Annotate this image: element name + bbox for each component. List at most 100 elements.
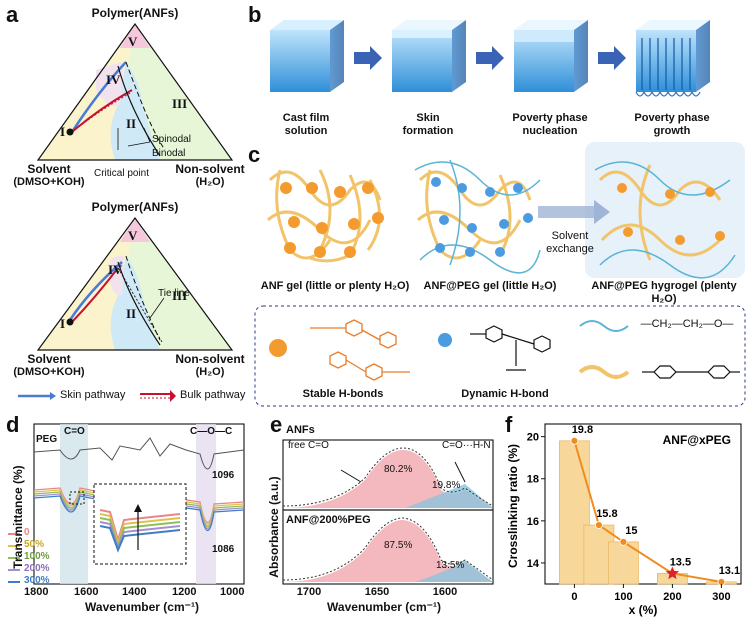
e-ylabel: Absorbance (a.u.) xyxy=(267,476,281,578)
step-4-line2: growth xyxy=(653,125,691,137)
d-legend-swatches xyxy=(8,533,20,583)
e-xtick-1650: 1650 xyxy=(364,586,390,598)
nonsolvent-sub-bottom: (H₂O) xyxy=(195,366,225,378)
nonsolvent-sub-top: (H₂O) xyxy=(195,176,225,188)
d-legend-50: 50% xyxy=(24,539,45,550)
f-xtick-100: 100 xyxy=(614,591,632,603)
apex-label-bottom: Polymer(ANFs) xyxy=(91,200,179,214)
f-chart-title: ANF@xPEG xyxy=(663,433,731,447)
region-II-top: II xyxy=(126,116,137,131)
f-xlabel: x (%) xyxy=(629,603,658,617)
d-peak-1096: 1096 xyxy=(212,470,235,481)
step-4-line1: Poverty phase xyxy=(634,112,710,124)
binodal-label: Binodal xyxy=(152,148,186,159)
f-value-label-100: 15 xyxy=(625,525,637,537)
f-ytick-20: 20 xyxy=(527,432,539,444)
region-V-bottom: V xyxy=(128,228,138,243)
nonsolvent-label-top: Non-solvent xyxy=(175,162,245,176)
e-top-pct1: 80.2% xyxy=(384,464,413,475)
region-III-bottom: III xyxy=(172,288,188,303)
f-value-label-50: 15.8 xyxy=(596,508,617,520)
e-xtick-1700: 1700 xyxy=(296,586,322,598)
solvent-label-bottom: Solvent xyxy=(27,352,71,366)
step-2-line1: Skin xyxy=(416,112,440,124)
region-IV-top: IV xyxy=(106,72,121,87)
panel-label-e: e xyxy=(270,412,283,437)
e-bottom-pct1: 87.5% xyxy=(384,540,413,551)
process-cubes xyxy=(270,20,710,97)
spinodal-label: Spinodal xyxy=(152,134,191,145)
hydrogel-network xyxy=(598,164,722,261)
caption-anfpeg-gel: ANF@PEG gel (little H₂O) xyxy=(423,280,557,292)
ftir-chart xyxy=(8,423,245,585)
ternary-bottom xyxy=(36,216,234,351)
f-ytick-16: 16 xyxy=(527,516,539,528)
legend-bulk-pathway: Bulk pathway xyxy=(180,389,246,401)
f-ytick-18: 18 xyxy=(527,474,539,486)
f-point-50 xyxy=(595,521,603,529)
cube-skin-formation xyxy=(392,20,466,92)
tie-line-label: Tie line xyxy=(158,288,190,299)
cube-growth xyxy=(635,20,710,97)
step-2-line2: formation xyxy=(402,125,454,137)
f-xtick-300: 300 xyxy=(712,591,730,603)
caption-anfpeg-hydrogel: ANF@PEG hygrogel (plenty H₂O) xyxy=(591,280,737,305)
d-xtick-1600: 1600 xyxy=(74,586,99,598)
anf-gel-nodes xyxy=(280,182,384,258)
f-ytick-14: 14 xyxy=(527,558,540,570)
legend-skin-pathway: Skin pathway xyxy=(60,389,126,401)
ternary-top xyxy=(36,22,234,161)
step-1-line2: solution xyxy=(284,125,328,137)
stable-hbond-icon xyxy=(269,339,287,357)
nonsolvent-label-bottom: Non-solvent xyxy=(175,352,245,366)
panel-label-d: d xyxy=(6,412,20,437)
d-peak-1086: 1086 xyxy=(212,544,235,555)
region-V-top: V xyxy=(128,34,138,49)
e-top-bound: C=O···H-N xyxy=(442,440,491,451)
panel-label-b: b xyxy=(248,2,262,27)
e-top-free: free C=O xyxy=(288,440,329,451)
d-legend-100: 100% xyxy=(24,551,50,562)
peg-spectrum xyxy=(33,437,245,470)
d-band-coc: C—O—C xyxy=(190,426,233,437)
anfpeg-gel-nodes xyxy=(431,177,533,257)
caption-anf-gel: ANF gel (little or plenty H₂O) xyxy=(260,280,410,292)
d-xtick-1000: 1000 xyxy=(220,586,245,598)
critical-point-label: Critical point xyxy=(94,168,150,179)
network-illustrations xyxy=(254,142,746,407)
e-top-pct2: 19.8% xyxy=(432,480,461,491)
anf-chain-icon xyxy=(578,365,630,379)
panel-label-f: f xyxy=(505,412,513,437)
step-3-line2: nucleation xyxy=(522,125,578,137)
d-band-co: C=O xyxy=(64,426,85,437)
f-value-label-200: 13.5 xyxy=(670,556,691,568)
panel-label-c: c xyxy=(248,142,261,167)
label-stable-hbonds: Stable H-bonds xyxy=(302,388,384,400)
d-legend-0: 0 xyxy=(24,527,30,538)
e-bottom-title: ANF@200%PEG xyxy=(286,514,371,526)
cube-cast-film xyxy=(270,20,344,92)
stable-hbond-structure xyxy=(310,319,410,381)
step-1-line1: Cast film xyxy=(282,112,330,124)
d-peg-label: PEG xyxy=(36,434,58,445)
panel-label-a: a xyxy=(6,2,19,27)
e-xlabel: Wavenumber (cm⁻¹) xyxy=(327,600,441,614)
dynamic-hbond-icon xyxy=(438,333,452,347)
d-xtick-1200: 1200 xyxy=(172,586,197,598)
ternary-diagrams xyxy=(18,22,234,402)
region-I-top: I xyxy=(60,124,66,139)
d-xtick-1800: 1800 xyxy=(24,586,49,598)
label-dynamic-hbond: Dynamic H-bond xyxy=(461,388,549,400)
d-ylabel: Transmittance (%) xyxy=(11,465,25,569)
e-top-title: ANFs xyxy=(286,424,315,436)
f-point-star-200 xyxy=(665,566,680,580)
f-point-100 xyxy=(619,537,628,546)
e-bottom-pct2: 13.5% xyxy=(436,560,465,571)
peg-chain-icon xyxy=(579,320,629,332)
exchange-line1: Solvent xyxy=(551,230,589,242)
region-III-top: III xyxy=(172,96,188,111)
cube-nucleation xyxy=(514,20,588,92)
region-I-bottom: I xyxy=(60,316,66,331)
f-xtick-200: 200 xyxy=(663,591,681,603)
absorbance-chart xyxy=(282,439,494,585)
